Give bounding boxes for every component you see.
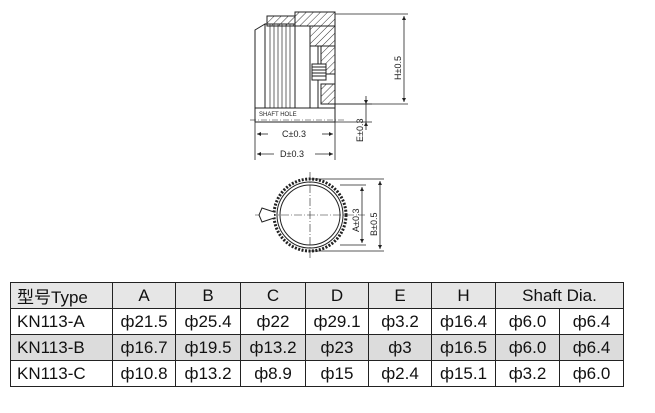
cell-h: ф16.4 <box>431 308 496 335</box>
cell-d: ф29.1 <box>305 308 369 335</box>
dim-c <box>254 122 336 160</box>
header-h: H <box>431 282 496 309</box>
cell-e: ф3 <box>368 334 432 361</box>
cell-e: ф3.2 <box>368 308 432 335</box>
header-d: D <box>305 282 369 309</box>
dim-h-label: H±0.5 <box>393 56 403 80</box>
cell-b: ф13.2 <box>175 360 241 387</box>
header-c: C <box>240 282 306 309</box>
header-b: B <box>175 282 241 309</box>
cell-d: ф23 <box>305 334 369 361</box>
cell-a: ф16.7 <box>112 334 176 361</box>
cell-c: ф22 <box>240 308 306 335</box>
knob-technical-drawing: SHAFT HOLE H±0.5 E±0.3 C±0.3 D±0.3 <box>250 11 408 258</box>
dim-e-label: E±0.3 <box>355 119 365 142</box>
shaft-hole-label: SHAFT HOLE <box>259 112 297 118</box>
cell-d: ф15 <box>305 360 369 387</box>
dim-a-label: A±0.3 <box>351 209 361 232</box>
cell-model: KN113-B <box>10 334 113 361</box>
table-row: KN113-C ф10.8 ф13.2 ф8.9 ф15 ф2.4 ф15.1 … <box>10 360 624 387</box>
header-e: E <box>368 282 432 309</box>
cell-h: ф15.1 <box>431 360 496 387</box>
cell-shaft-1: ф3.2 <box>495 360 560 387</box>
header-shaft-dia: Shaft Dia. <box>495 282 624 309</box>
header-type: 型号Type <box>10 282 113 309</box>
cell-b: ф19.5 <box>175 334 241 361</box>
dim-b-label: B±0.5 <box>369 213 379 236</box>
cell-a: ф10.8 <box>112 360 176 387</box>
side-view <box>250 11 345 123</box>
dim-a <box>340 184 366 246</box>
knurl-lines <box>269 24 291 108</box>
cell-shaft-2: ф6.4 <box>559 308 624 335</box>
table-header-row: 型号Type A B C D E H Shaft Dia. <box>10 282 624 309</box>
cell-shaft-1: ф6.0 <box>495 334 560 361</box>
dim-d-label: D±0.3 <box>280 149 304 159</box>
cell-e: ф2.4 <box>368 360 432 387</box>
cell-h: ф16.5 <box>431 334 496 361</box>
cell-model: KN113-C <box>10 360 113 387</box>
dim-e <box>335 96 372 130</box>
cell-shaft-2: ф6.4 <box>559 334 624 361</box>
cell-a: ф21.5 <box>112 308 176 335</box>
table-row: KN113-B ф16.7 ф19.5 ф13.2 ф23 ф3 ф16.5 ф… <box>10 334 624 361</box>
cell-model: KN113-A <box>10 308 113 335</box>
table-row: KN113-A ф21.5 ф25.4 ф22 ф29.1 ф3.2 ф16.4… <box>10 308 624 335</box>
header-a: A <box>112 282 176 309</box>
cell-shaft-2: ф6.0 <box>559 360 624 387</box>
cell-c: ф13.2 <box>240 334 306 361</box>
cell-b: ф25.4 <box>175 308 241 335</box>
cell-c: ф8.9 <box>240 360 306 387</box>
dim-c-label: C±0.3 <box>282 129 306 139</box>
dim-b <box>310 178 384 252</box>
cell-shaft-1: ф6.0 <box>495 308 560 335</box>
spec-table: 型号Type A B C D E H Shaft Dia. KN113-A ф2… <box>10 282 624 387</box>
